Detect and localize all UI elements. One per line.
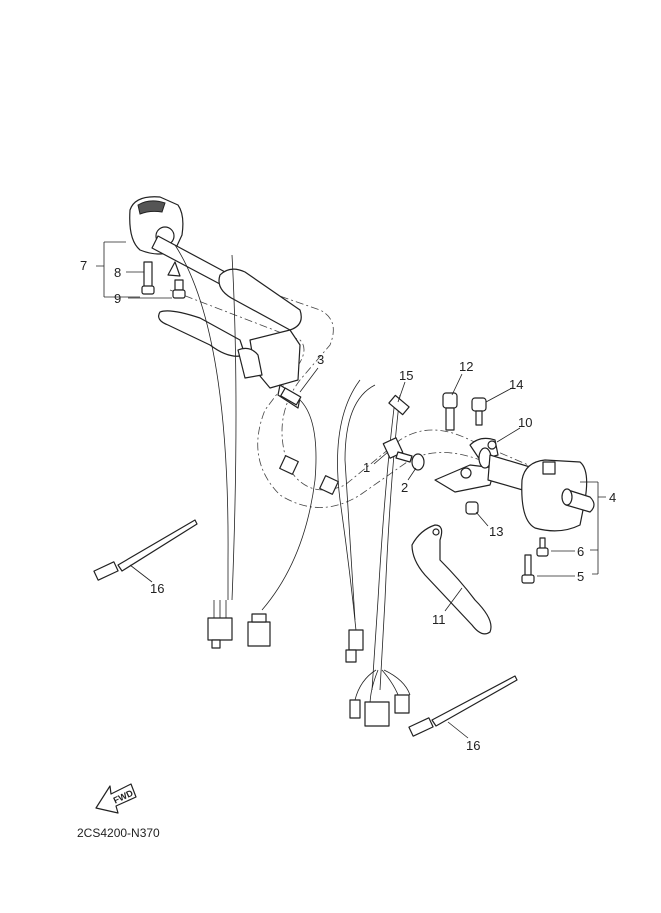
adjuster-1 bbox=[382, 437, 413, 463]
bolt-14 bbox=[471, 397, 487, 426]
fwd-arrow-icon: FWD bbox=[95, 783, 137, 814]
left-grip-brake-lever bbox=[158, 268, 302, 409]
callout-15: 15 bbox=[399, 368, 413, 383]
diagram-code: 2CS4200-N370 bbox=[77, 826, 160, 840]
screw-8 bbox=[141, 261, 155, 295]
callout-7: 7 bbox=[80, 258, 87, 273]
callout-6: 6 bbox=[577, 544, 584, 559]
connector-right bbox=[349, 669, 411, 727]
callout-14: 14 bbox=[509, 377, 523, 392]
cable-tie-right bbox=[408, 675, 518, 737]
nut-2 bbox=[411, 453, 425, 471]
screw-5 bbox=[521, 554, 535, 584]
left-handlebar-switch bbox=[129, 196, 241, 293]
callout-1: 1 bbox=[363, 460, 370, 475]
callout-4: 4 bbox=[609, 490, 616, 505]
callout-16-left: 16 bbox=[150, 581, 164, 596]
leader-lines bbox=[96, 241, 606, 739]
screw-6 bbox=[536, 537, 549, 557]
callout-labels: 7 8 9 3 15 12 14 10 1 2 4 13 6 5 11 16 1… bbox=[80, 258, 616, 753]
callout-5: 5 bbox=[577, 569, 584, 584]
callout-3: 3 bbox=[317, 352, 324, 367]
bolt-12 bbox=[442, 392, 458, 431]
callout-9: 9 bbox=[114, 291, 121, 306]
cable-tie-left bbox=[93, 519, 198, 581]
callout-13: 13 bbox=[489, 524, 503, 539]
clutch-lever-11 bbox=[411, 524, 492, 635]
clutch-switch-15 bbox=[388, 394, 410, 416]
callout-10: 10 bbox=[518, 415, 532, 430]
right-handlebar-switch bbox=[487, 454, 595, 532]
wiring bbox=[174, 244, 401, 691]
connector-mid bbox=[345, 629, 364, 663]
callout-8: 8 bbox=[114, 265, 121, 280]
callout-2: 2 bbox=[401, 480, 408, 495]
screw-9 bbox=[172, 279, 186, 299]
nut-13 bbox=[465, 501, 479, 515]
handlebar-outline bbox=[169, 264, 541, 508]
callout-11: 11 bbox=[432, 612, 446, 627]
clutch-bracket bbox=[434, 437, 499, 493]
connector-left-2 bbox=[247, 613, 271, 647]
brake-switch-3 bbox=[280, 387, 302, 406]
connector-left-1 bbox=[207, 600, 233, 649]
callout-12: 12 bbox=[459, 359, 473, 374]
callout-16-right: 16 bbox=[466, 738, 480, 753]
